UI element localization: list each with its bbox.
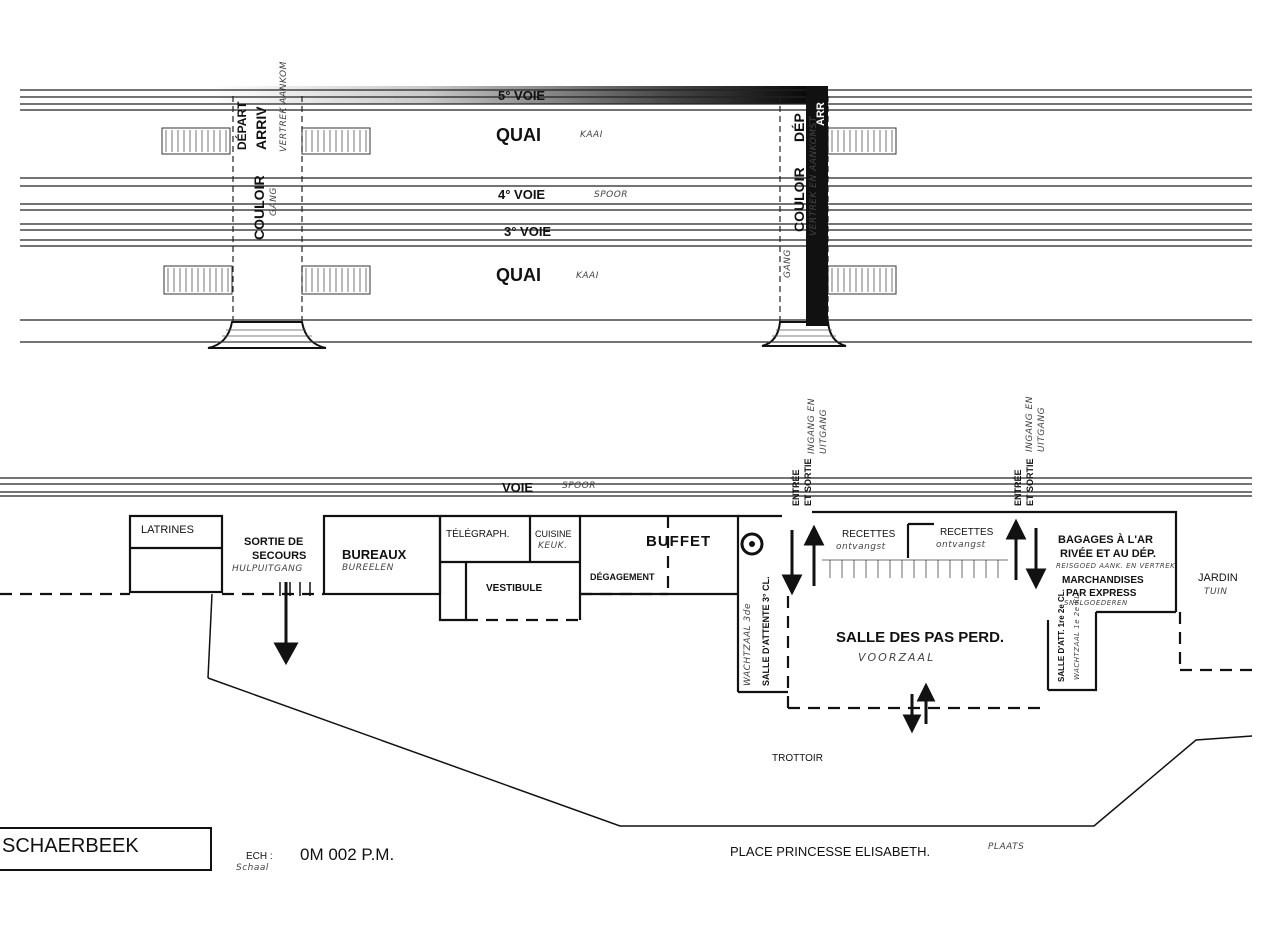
building-walls — [128, 510, 1178, 694]
clearance-label: DÉGAGEMENT — [590, 572, 655, 582]
baggage-label-2: RIVÉE ET AU DÉP. — [1060, 548, 1156, 560]
waiting-3rd-nl: WACHTZAAL 3de — [743, 603, 753, 686]
entrance-1-label-b: ET SORTIE — [803, 458, 813, 506]
track-5-label: 5° VOIE — [498, 88, 546, 103]
goods-label-2: PAR EXPRESS — [1066, 588, 1137, 599]
garden-nl: TUIN — [1204, 587, 1228, 597]
station-title-box — [0, 827, 212, 871]
emergency-exit-nl: HULPUITGANG — [232, 564, 303, 574]
street-outline — [207, 593, 1253, 827]
track-lines-lower — [0, 477, 1252, 497]
emergency-exit-label-1: SORTIE DE — [244, 536, 304, 548]
emergency-door-marks — [279, 582, 311, 596]
entrance-1-label-a: ENTRÉE — [791, 469, 801, 506]
stair-steps — [216, 329, 840, 343]
entrance-2-label-a: ENTRÉE — [1013, 469, 1023, 506]
waiting-1-2-label: SALLE D'ATT. 1re 2e CL. — [1057, 589, 1066, 682]
entrance-1-nl-a: INGANG EN — [807, 397, 817, 454]
east-corridor-nl-2: VERTREK EN AANKOMST — [809, 116, 819, 236]
east-corridor-nl: GANG — [783, 249, 793, 278]
receipts-a-nl: ontvangst — [836, 542, 886, 552]
platform-lower-nl: KAAI — [576, 271, 599, 281]
buffet-label: BUFFET — [646, 533, 712, 550]
station-name: SCHAERBEEK — [2, 835, 139, 857]
kitchen-label: CUISINE — [535, 529, 572, 539]
emergency-exit-label-2: SECOURS — [252, 550, 307, 562]
flow-arrows — [273, 518, 1047, 734]
telegraph-label: TÉLÉGRAPH. — [446, 529, 510, 540]
platform-upper-nl: KAAI — [580, 130, 603, 140]
scale-value: 0M 002 P.M. — [300, 845, 395, 864]
stair-flares — [207, 321, 847, 349]
east-corridor-dark — [806, 86, 828, 326]
offices-label: BUREAUX — [342, 547, 407, 562]
kitchen-nl: KEUK. — [538, 541, 568, 551]
east-depart-label: DÉP — [791, 113, 807, 142]
baggage-nl: REISGOED AANK. EN VERTREK — [1056, 562, 1176, 570]
entrance-2-nl-b: UITGANG — [1037, 406, 1047, 452]
goods-label-1: MARCHANDISES — [1062, 575, 1144, 586]
dashed-walls — [0, 516, 1252, 710]
track-4-label: 4° VOIE — [498, 187, 546, 202]
sidewalk-label: TROTTOIR — [772, 753, 823, 764]
counter-hatching — [822, 559, 1008, 578]
track-3-label: 3° VOIE — [504, 224, 552, 239]
entrance-1-nl-b: UITGANG — [819, 408, 829, 454]
latrines-label: LATRINES — [141, 524, 194, 536]
receipts-b-nl: ontvangst — [936, 540, 986, 550]
receipts-a-label: RECETTES — [842, 529, 896, 540]
entrance-2-label-b: ET SORTIE — [1025, 458, 1035, 506]
west-corridor-nl: GANG — [269, 187, 279, 216]
concourse-label: SALLE DES PAS PERD. — [836, 629, 1005, 646]
track-lines-upper — [20, 89, 1252, 343]
receipts-b-label: RECETTES — [940, 527, 994, 538]
platform-upper-label: QUAI — [496, 125, 541, 145]
east-corridor-label: COULOIR — [791, 167, 807, 232]
west-corridor-label: COULOIR — [251, 175, 267, 240]
main-track-nl: SPOOR — [562, 481, 597, 491]
west-corridor-nl-2: VERTREK AANKOM — [279, 61, 289, 152]
track-4-nl: SPOOR — [594, 190, 629, 200]
concourse-nl: VOORZAAL — [858, 651, 936, 664]
platform-lower-label: QUAI — [496, 265, 541, 285]
square-name: PLACE PRINCESSE ELISABETH. — [730, 844, 931, 859]
goods-nl: SNELGOEDEREN — [1064, 599, 1128, 607]
waiting-3rd-label: SALLE D'ATTENTE 3° CL. — [761, 576, 771, 686]
buffet-stove — [740, 532, 764, 556]
main-track-label: VOIE — [502, 480, 534, 495]
square-nl: PLAATS — [988, 842, 1025, 852]
west-arrive-label: ARRIV — [253, 106, 269, 150]
offices-nl: BUREELEN — [342, 563, 394, 573]
baggage-label-1: BAGAGES À L'AR — [1058, 534, 1153, 546]
west-depart-label: DÉPART — [235, 101, 249, 150]
vestibule-label: VESTIBULE — [486, 583, 543, 594]
bench-hatching — [165, 130, 893, 292]
scale-prefix: ECH : — [246, 851, 273, 862]
entrance-2-nl-a: INGANG EN — [1025, 395, 1035, 452]
garden-label: JARDIN — [1198, 572, 1238, 584]
waiting-1-2-nl: WACHTZAAL 1e 2e KL. — [1073, 591, 1081, 680]
scale-nl: Schaal — [236, 863, 269, 873]
